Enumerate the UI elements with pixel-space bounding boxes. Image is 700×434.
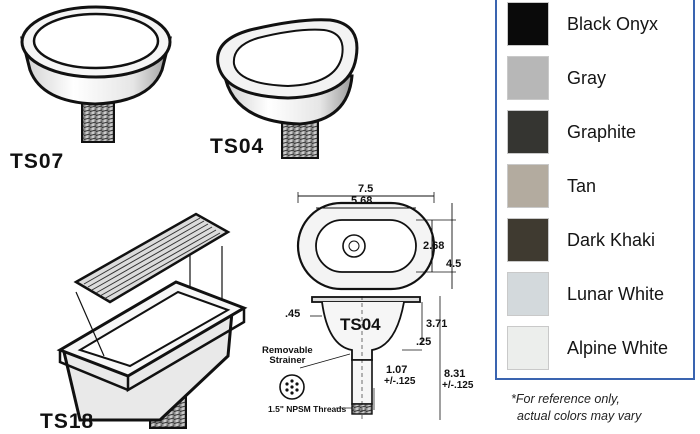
product-illustrations xyxy=(20,5,456,429)
dim-bowl-depth: 3.71 xyxy=(426,318,448,330)
dim-tail-a-tol: +/-.125 xyxy=(384,376,416,387)
strainer-label-line1: Removable xyxy=(262,345,313,356)
dim-outer-width: 7.5 xyxy=(358,183,374,195)
color-option-tan: Tan xyxy=(507,164,692,208)
color-option-lunar-white: Lunar White xyxy=(507,272,692,316)
color-swatch xyxy=(507,218,549,262)
color-options-panel: Black Onyx Gray Graphite Tan Dark Khaki … xyxy=(495,0,695,380)
dim-offset: .25 xyxy=(416,336,432,348)
ts04-side-view xyxy=(279,296,441,420)
color-name: Tan xyxy=(567,175,597,196)
ts18-label: TS18 xyxy=(40,410,95,433)
strainer-label: Removable Strainer xyxy=(262,346,313,366)
ts04-top-view xyxy=(296,192,456,291)
color-name: Alpine White xyxy=(567,337,669,358)
color-swatch xyxy=(507,326,549,370)
color-swatch xyxy=(507,2,549,46)
disclaimer-line1: *For reference only, xyxy=(511,392,620,406)
dim-lip: .45 xyxy=(285,308,301,320)
color-disclaimer: *For reference only, actual colors may v… xyxy=(511,391,691,425)
color-option-graphite: Graphite xyxy=(507,110,692,154)
drawing-title: TS04 xyxy=(340,315,381,334)
color-name: Gray xyxy=(567,67,607,88)
dim-inner-depth: 2.68 xyxy=(423,240,445,252)
color-swatch xyxy=(507,56,549,100)
dim-total-a-tol: +/-.125 xyxy=(442,380,474,391)
ts18-illustration xyxy=(56,212,248,429)
dim-inner-width: 5.68 xyxy=(351,195,373,207)
ts07-illustration xyxy=(20,5,172,143)
color-name: Lunar White xyxy=(567,283,665,304)
color-option-dark-khaki: Dark Khaki xyxy=(507,218,692,262)
color-option-gray: Gray xyxy=(507,56,692,100)
color-name: Dark Khaki xyxy=(567,229,656,250)
ts04-label: TS04 xyxy=(210,135,265,158)
color-swatch xyxy=(507,272,549,316)
dim-tail-a: 1.07 xyxy=(386,364,408,376)
strainer-label-line2: Strainer xyxy=(269,355,306,366)
color-name: Graphite xyxy=(567,121,637,142)
dim-outer-depth: 4.5 xyxy=(446,258,462,270)
disclaimer-line2: actual colors may vary xyxy=(517,409,642,423)
color-swatch xyxy=(507,164,549,208)
threads-label: 1.5" NPSM Threads xyxy=(268,404,347,414)
color-swatch xyxy=(507,110,549,154)
color-option-alpine-white: Alpine White xyxy=(507,326,692,370)
color-option-black-onyx: Black Onyx xyxy=(507,2,692,46)
ts07-label: TS07 xyxy=(10,150,65,173)
color-name: Black Onyx xyxy=(567,13,659,34)
ts04-illustration xyxy=(216,18,359,159)
dim-total-a: 8.31 xyxy=(444,368,466,380)
